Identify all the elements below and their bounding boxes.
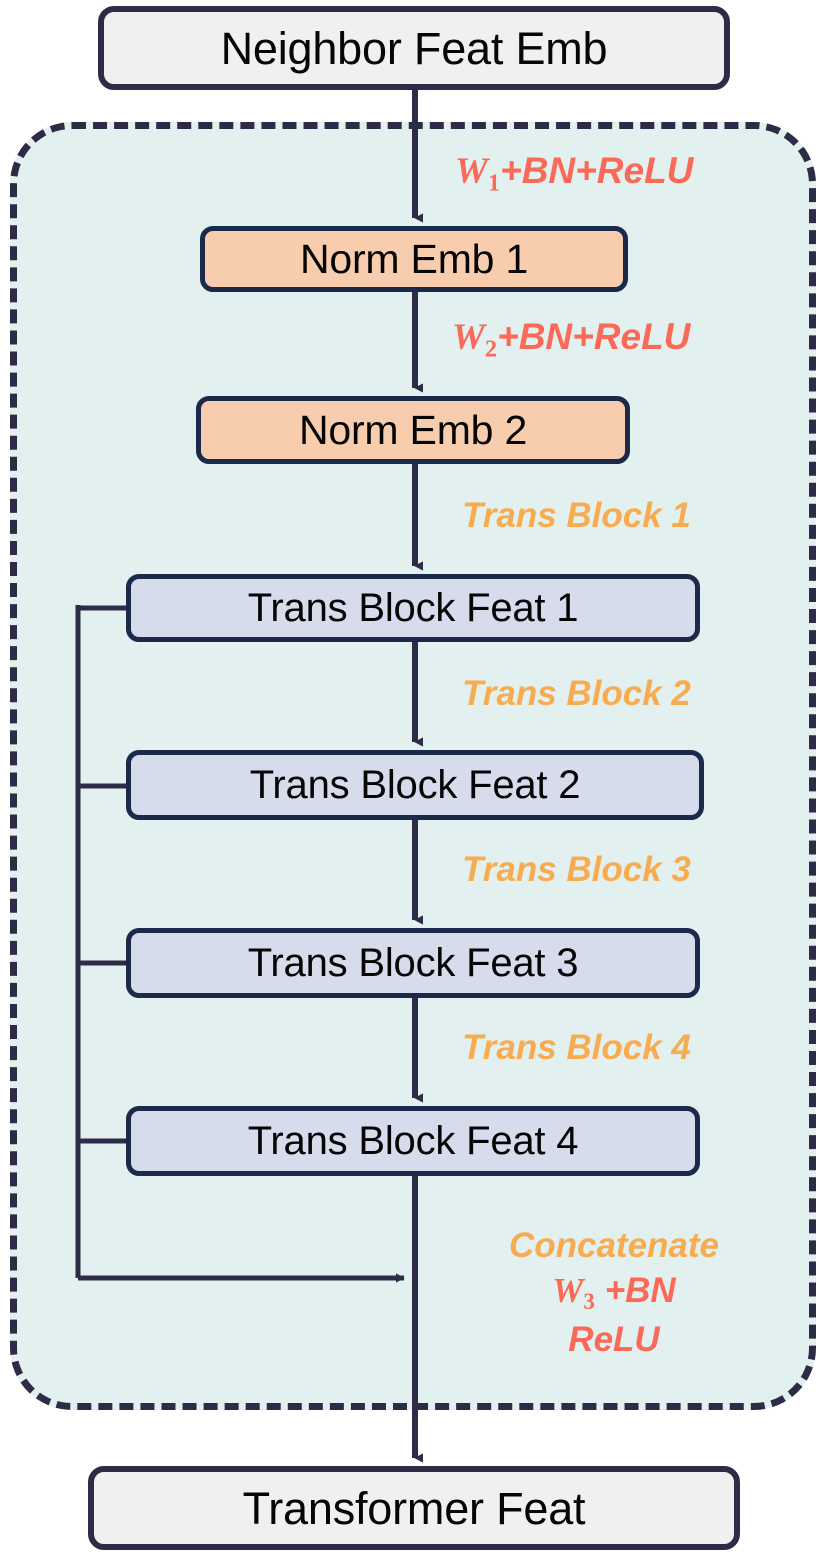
node-neighbor-feat-emb[interactable]: Neighbor Feat Emb <box>98 6 730 90</box>
edge-label-w2-suffix: +BN+ReLU <box>497 316 691 357</box>
node-trans-block-feat-2-label: Trans Block Feat 2 <box>249 763 581 807</box>
weight-symbol-w3: W <box>552 1270 584 1310</box>
node-transformer-feat[interactable]: Transformer Feat <box>88 1466 740 1550</box>
weight-symbol-w1: W <box>455 151 488 192</box>
edge-label-concatenate: Concatenate <box>508 1226 720 1265</box>
weight-subscript-2: 2 <box>484 335 498 363</box>
edge-label-trans-block-2: Trans Block 2 <box>462 674 691 713</box>
node-norm-emb-2-label: Norm Emb 2 <box>298 406 528 453</box>
node-trans-block-feat-3-label: Trans Block Feat 3 <box>247 941 579 985</box>
node-trans-block-feat-3[interactable]: Trans Block Feat 3 <box>126 928 700 998</box>
edge-label-w3-bn: W3 +BN <box>444 1270 784 1314</box>
node-trans-block-feat-1-label: Trans Block Feat 1 <box>247 586 579 630</box>
edge-label-trans-block-3: Trans Block 3 <box>462 850 691 889</box>
edge-label-w1-bn-relu: W1+BN+ReLU <box>455 152 693 196</box>
edge-label-trans-block-4: Trans Block 4 <box>462 1028 691 1067</box>
node-norm-emb-1-label: Norm Emb 1 <box>299 235 529 282</box>
node-transformer-feat-label: Transformer Feat <box>242 1482 586 1534</box>
edge-label-w1-suffix: +BN+ReLU <box>500 150 694 191</box>
edge-label-concat-group: Concatenate W3 +BN ReLU <box>444 1228 784 1358</box>
weight-subscript-3: 3 <box>583 1287 595 1314</box>
edge-label-relu: ReLU <box>568 1320 660 1360</box>
node-trans-block-feat-1[interactable]: Trans Block Feat 1 <box>126 574 700 642</box>
node-norm-emb-1[interactable]: Norm Emb 1 <box>200 226 628 292</box>
node-trans-block-feat-2[interactable]: Trans Block Feat 2 <box>126 750 704 820</box>
node-neighbor-feat-emb-label: Neighbor Feat Emb <box>220 22 608 74</box>
edge-label-w3-suffix: +BN <box>594 1270 676 1310</box>
weight-symbol-w2: W <box>452 317 485 358</box>
edge-label-trans-block-1: Trans Block 1 <box>462 496 691 535</box>
node-trans-block-feat-4-label: Trans Block Feat 4 <box>247 1119 579 1163</box>
node-trans-block-feat-4[interactable]: Trans Block Feat 4 <box>126 1106 700 1176</box>
weight-subscript-1: 1 <box>487 169 501 197</box>
edge-label-w2-bn-relu: W2+BN+ReLU <box>452 318 690 362</box>
node-norm-emb-2[interactable]: Norm Emb 2 <box>196 396 630 464</box>
